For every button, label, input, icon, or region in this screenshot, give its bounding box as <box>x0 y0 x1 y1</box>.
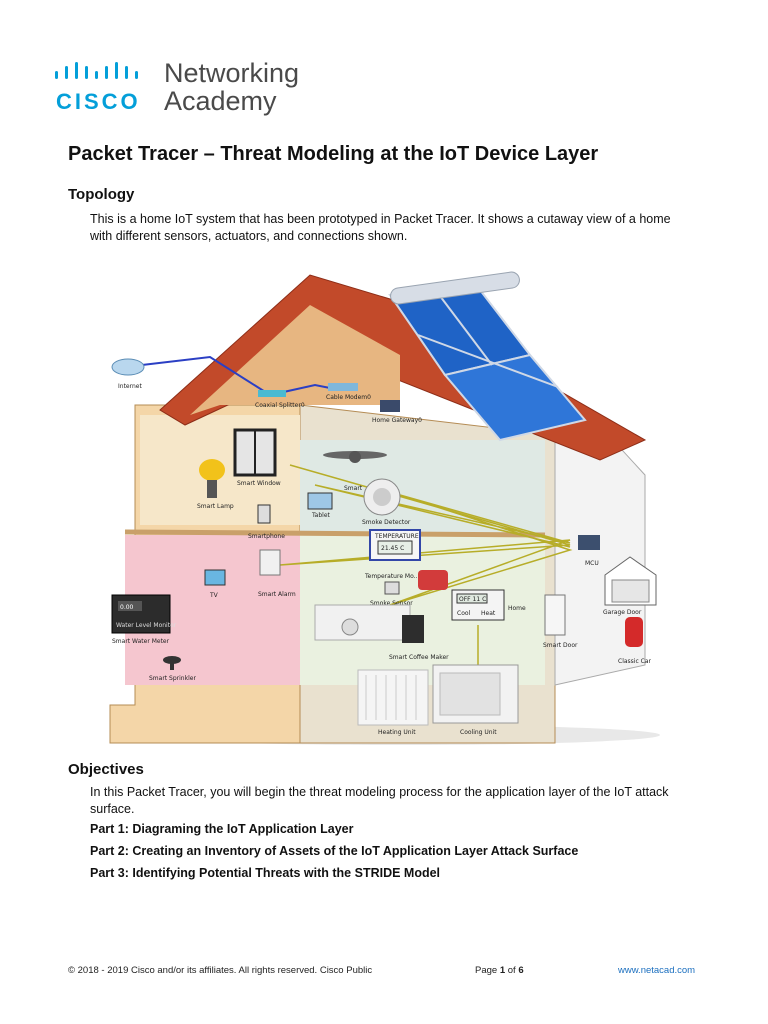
label-home-gateway: Home Gateway0 <box>372 417 422 424</box>
smart-window-icon: Smart Window <box>233 428 281 487</box>
footer-copyright: © 2018 - 2019 Cisco and/or its affiliate… <box>68 965 373 976</box>
garage-icon: Garage Door <box>603 556 657 616</box>
solar-panels <box>388 288 587 442</box>
objectives-description: In this Packet Tracer, you will begin th… <box>90 785 669 816</box>
internet-cloud-icon: Internet <box>111 358 145 390</box>
label-classic-car: Classic Car <box>618 658 652 665</box>
label-heating-unit: Heating Unit <box>378 729 416 736</box>
topology-description: This is a home IoT system that has been … <box>90 212 671 243</box>
logo-academy: Academy <box>164 86 277 116</box>
label-smartphone: Smartphone <box>248 533 285 540</box>
label-smart-water-meter: Smart Water Meter <box>112 638 170 645</box>
smart-alarm-icon: Smart Alarm <box>258 549 296 598</box>
label-smart-sprinkler: Smart Sprinkler <box>149 675 196 682</box>
page-of: of <box>507 965 516 976</box>
iot-wireless-links <box>279 464 573 606</box>
footer-page-number: Page 1 of 6 <box>475 965 524 976</box>
label-smart-window: Smart Window <box>237 480 281 487</box>
tv-icon: TV <box>204 569 226 599</box>
ceiling-fan-icon: Smart <box>323 451 387 492</box>
page-current: 1 <box>499 965 506 976</box>
smart-sprinkler-icon: Smart Sprinkler <box>149 656 196 682</box>
home-iot-topology-diagram: Internet Coaxial Splitter0 Cable Modem0 … <box>109 271 660 745</box>
objective-part-2: Part 2: Creating an Inventory of Assets … <box>90 844 579 858</box>
label-tablet: Tablet <box>311 512 331 519</box>
label-mcu: MCU <box>585 560 599 567</box>
label-smart-door: Smart Door <box>543 642 578 649</box>
coaxial-splitter-icon: Coaxial Splitter0 <box>255 390 305 409</box>
temp-value: 21.45 C <box>381 545 404 552</box>
page-prefix: Page <box>475 965 498 976</box>
smoke-detector-icon: Smoke Detector <box>362 478 411 526</box>
temperature-monitor-icon: TEMPERATURE 21.45 C Temperature Mo... <box>364 529 421 580</box>
label-smart-fan: Smart <box>344 485 363 492</box>
cisco-networking-academy-logo: CISCO Networking Academy <box>54 58 314 118</box>
home-gateway-icon: Home Gateway0 <box>372 400 422 424</box>
logo-networking: Networking <box>164 58 300 88</box>
water-level-value: 0.00 <box>120 604 134 611</box>
objective-part-3: Part 3: Identifying Potential Threats wi… <box>90 866 441 880</box>
thermostat-cool: Cool <box>457 610 471 617</box>
smart-coffee-maker-icon: Smart Coffee Maker <box>389 615 449 661</box>
objectives-heading: Objectives <box>68 761 144 778</box>
smart-lamp-icon: Smart Lamp <box>197 459 234 510</box>
heating-unit-icon: Heating Unit <box>357 669 429 736</box>
label-home: Home <box>508 605 526 612</box>
label-cooling-unit: Cooling Unit <box>460 729 497 736</box>
mcu-icon: MCU <box>578 535 600 567</box>
tablet-icon: Tablet <box>307 492 333 519</box>
label-smoke-detector: Smoke Detector <box>362 519 411 526</box>
water-meter-caption: Water Level Monitor <box>116 622 177 629</box>
label-tv: TV <box>209 592 219 599</box>
label-smart-coffee-maker: Smart Coffee Maker <box>389 654 449 661</box>
temp-display-title: TEMPERATURE <box>374 533 419 540</box>
page-title: Packet Tracer – Threat Modeling at the I… <box>68 143 599 165</box>
classic-car-icon: Classic Car <box>618 617 652 665</box>
label-smart-alarm: Smart Alarm <box>258 591 296 598</box>
cooling-unit-icon: Cooling Unit <box>432 664 519 736</box>
cisco-bridge-logo-icon <box>55 62 138 79</box>
label-internet: Internet <box>118 383 142 390</box>
smart-door-icon: Smart Door <box>543 594 578 649</box>
label-temperature-monitor: Temperature Mo... <box>364 573 419 580</box>
cable-modem-icon: Cable Modem0 <box>326 383 371 401</box>
floor-divider <box>124 529 546 538</box>
smoke-sensor-icon: Smoke Sensor <box>370 581 413 607</box>
thermostat-icon: OFF 11 C Cool Heat <box>451 589 505 621</box>
thermostat-heat: Heat <box>481 610 496 617</box>
water-level-monitor-icon: 0.00 Water Level Monitor Smart Water Met… <box>111 594 177 645</box>
kitchen <box>314 604 411 641</box>
label-smoke-sensor: Smoke Sensor <box>370 600 413 607</box>
sofa-icon <box>418 570 448 590</box>
smartphone-icon: Smartphone <box>248 504 285 540</box>
topology-heading: Topology <box>68 186 135 203</box>
label-coaxial-splitter: Coaxial Splitter0 <box>255 402 305 409</box>
thermostat-mode: OFF 11 C <box>459 596 486 603</box>
page-total: 6 <box>518 965 524 976</box>
label-cable-modem: Cable Modem0 <box>326 394 371 401</box>
solar-water-tank <box>390 271 520 305</box>
label-smart-lamp: Smart Lamp <box>197 503 234 510</box>
logo-brand: CISCO <box>56 89 141 114</box>
netacad-link[interactable]: www.netacad.com <box>618 965 696 976</box>
objective-part-1: Part 1: Diagraming the IoT Application L… <box>90 822 354 836</box>
label-garage-door: Garage Door <box>603 609 642 616</box>
